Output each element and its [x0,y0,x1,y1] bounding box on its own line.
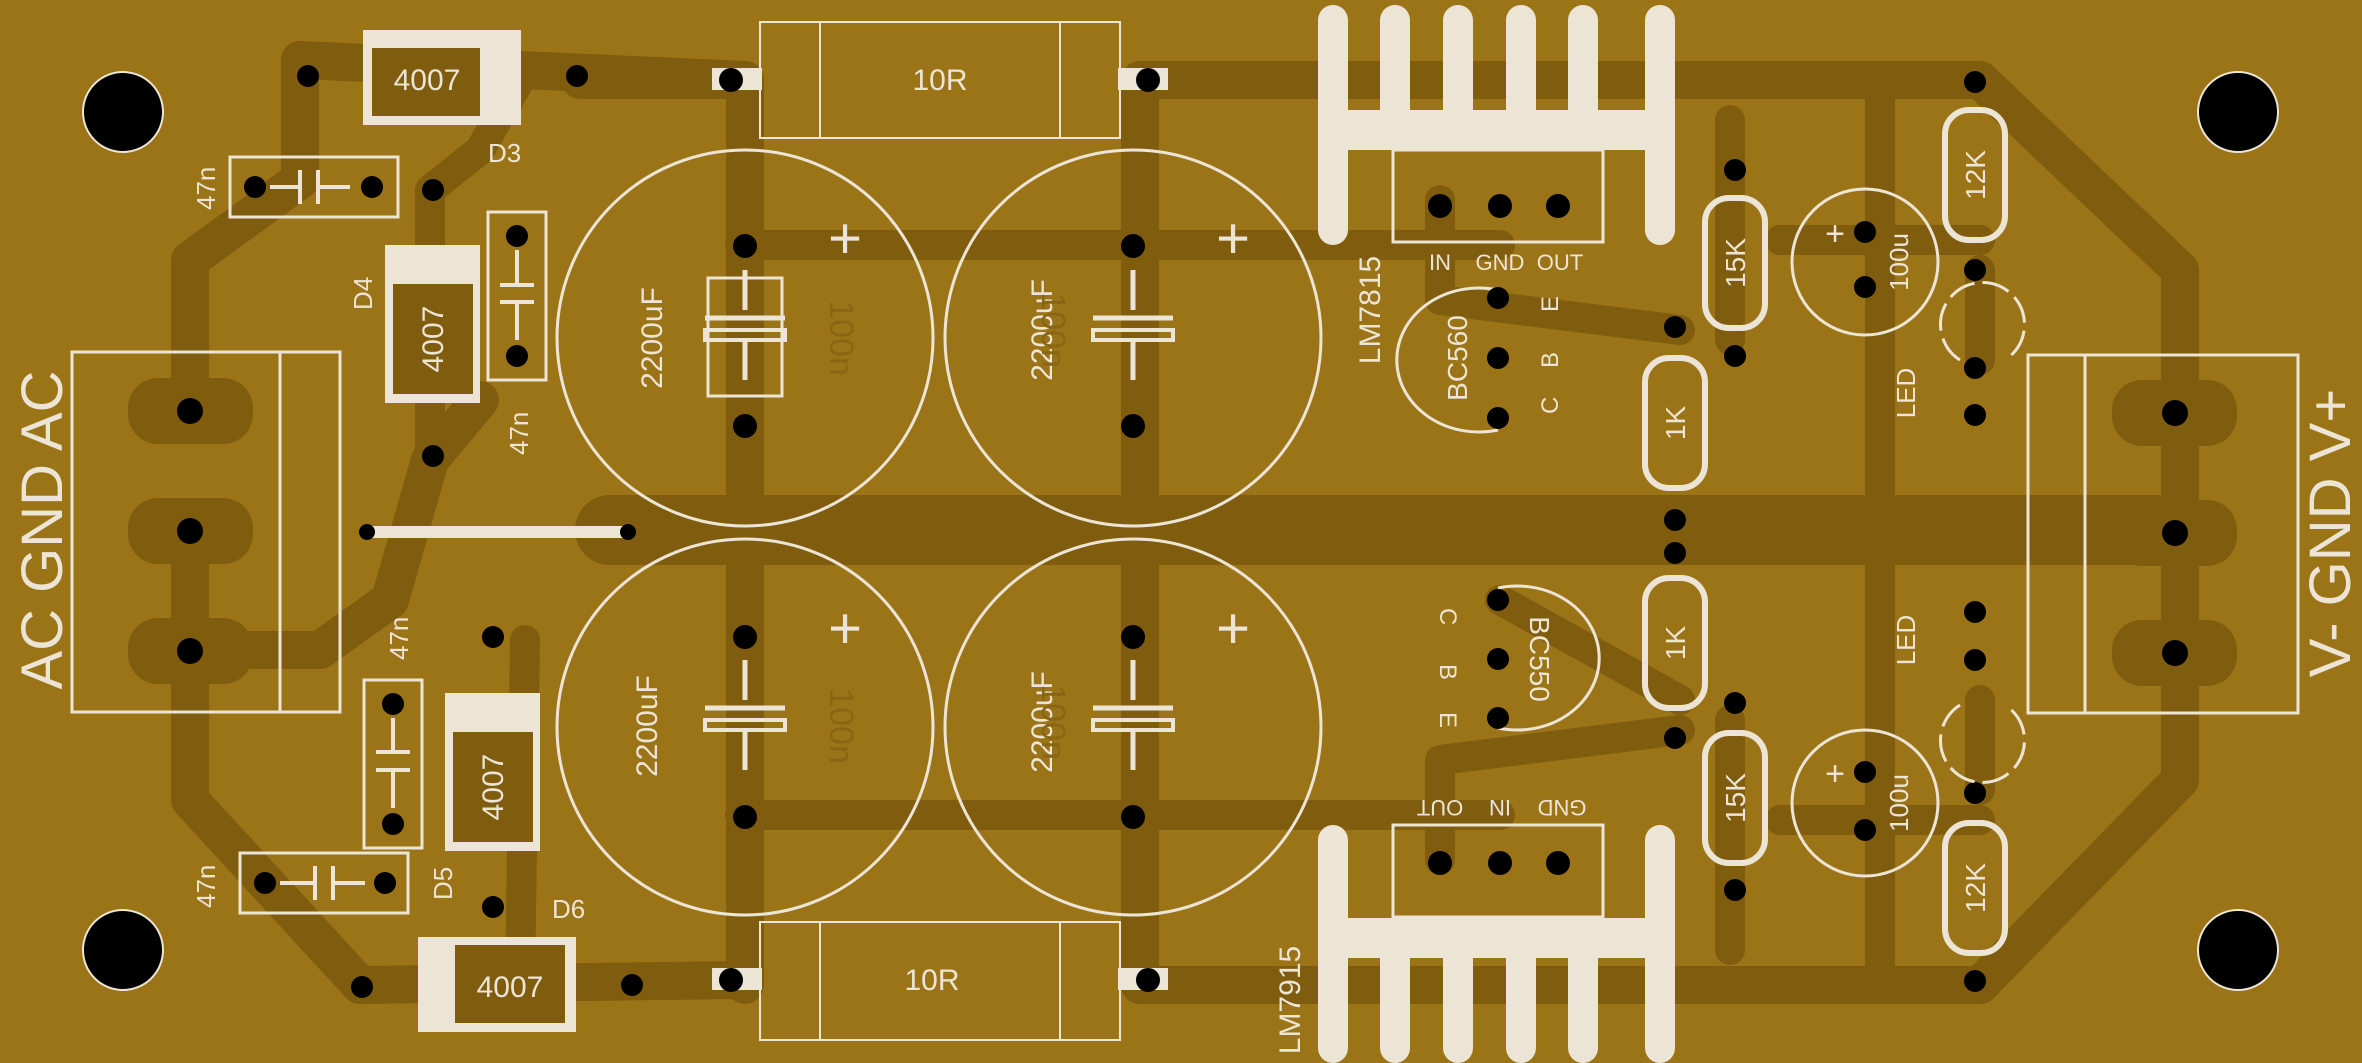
lm7815-pin-in: IN [1429,250,1451,275]
cap-47n-3: 47n [362,617,424,850]
led-top-label: LED [1891,368,1921,419]
input-terminal-block: AC GND AC [10,350,342,714]
cap-100u-bottom-plus: + [1825,755,1845,793]
bc560-pin-e: E [1537,296,1564,312]
output-terminal-block: V- GND V+ [2026,353,2362,715]
diode-d5: 4007 D5 [428,693,540,900]
led-top: LED [1891,281,2026,426]
diode-d4-label: 4007 [417,306,450,373]
elcap-3: + 2200uF 100n [555,537,935,917]
cap-47n-1: 47n [191,155,400,219]
resistor-12k-bottom: 12K [1942,782,2008,992]
mounting-hole [82,71,164,153]
cap-47n-1-label: 47n [191,167,221,210]
cap-47n-2: 47n [486,210,548,455]
diode-bottom: 4007 D6 [418,894,585,1032]
resistor-10r-top-label: 10R [912,64,967,97]
transistor-bc560: BC560 E B C [1395,286,1564,434]
resistor-10r-bottom: 10R [712,921,1168,1041]
regulator-lm7815: IN GND OUT LM7815 [1318,5,1675,364]
transistor-bc550: BC550 C B E [1434,584,1601,732]
mounting-hole [2197,909,2279,991]
cap-47n-2-label: 47n [504,412,534,455]
cap-100u-bottom: + 100u [1790,728,1940,878]
d5-label: D5 [428,867,458,900]
cap-100u-bottom-label: 100u [1884,774,1914,832]
vias [297,65,643,998]
bottom-100n-2: 100n [1034,292,1072,368]
elcap-2-plus: + [1216,206,1250,271]
bc550-pin-c: C [1434,608,1461,625]
heatsink-bottom [1318,825,1675,1063]
bc560-pin-c: C [1537,397,1564,414]
led-bottom: LED [1891,601,2026,784]
r-12k-top-label: 12K [1960,150,1991,200]
cap-47n-4: 47n [191,851,410,915]
resistor-10r-bottom-label: 10R [904,964,959,997]
led-bottom-label: LED [1891,615,1921,666]
lm7815-pin-out: OUT [1537,250,1583,275]
resistor-12k-top: 12K [1942,71,2008,281]
d4-label: D4 [348,277,378,310]
elcap-4-plus: + [1216,596,1250,661]
lm7815-label: LM7815 [1354,256,1387,364]
resistor-15k-bottom: 15K [1702,692,1768,901]
elcap-4-label: 2200uF [1026,671,1059,773]
mounting-holes [82,71,2279,991]
cap-100u-top-label: 100u [1884,233,1914,291]
cap-47n-3-label: 47n [384,617,414,660]
resistor-10r-top: 10R [712,21,1168,139]
elcap-4: + 2200uF 100n [943,537,1323,917]
bc550-label: BC550 [1524,616,1555,702]
mounting-hole [82,909,164,991]
bottom-100n-3: 100n [822,688,860,764]
lm7915-pin-out: OUT [1417,795,1463,820]
elcap-1-label: 2200uF [636,287,669,389]
elcap-1: + 2200uF 100n [555,148,935,528]
elcap-2: + 2200uF 100n [943,148,1323,528]
d3-label: D3 [488,138,521,168]
bottom-100n-1: 100n [822,300,860,376]
lm7915-pin-in: IN [1489,795,1511,820]
diode-bottom-label: 4007 [477,971,544,1004]
elcap-2-label: 2200uF [1026,279,1059,381]
r-1k-bottom-label: 1K [1660,626,1691,661]
lm7815-pin-gnd: GND [1476,250,1525,275]
bc550-pin-b: B [1434,664,1461,680]
diode-d4: 4007 D4 [348,245,480,403]
cap-100u-top-plus: + [1825,215,1845,253]
bc550-pin-e: E [1434,712,1461,728]
lm7915-label: LM7915 [1274,946,1307,1054]
output-connector-label: V- GND V+ [2298,389,2362,677]
cap-100u-top: + 100u [1790,187,1940,337]
r-1k-top-label: 1K [1660,406,1691,441]
r-12k-bottom-label: 12K [1960,863,1991,913]
diode-top-left-label: 4007 [394,64,461,97]
d6-label: D6 [552,894,585,924]
bc560-label: BC560 [1442,315,1473,401]
input-connector-label: AC GND AC [10,370,75,689]
elcap-3-label: 2200uF [631,675,664,777]
elcap-3-plus: + [828,596,862,661]
diode-d5-label: 4007 [477,754,510,821]
diode-top-left: 4007 D3 [363,30,521,168]
lm7915-pin-gnd: GND [1538,795,1587,820]
mounting-hole [2197,71,2279,153]
jumper-wire [359,524,636,540]
regulator-lm7915: OUT IN GND LM7915 [1274,795,1675,1063]
bc560-pin-b: B [1537,352,1564,368]
bottom-100n-4: 100n [1034,684,1072,760]
elcap-1-plus: + [828,206,862,271]
resistor-15k-top: 15K [1702,159,1768,367]
r-15k-top-label: 15K [1720,238,1751,288]
cap-47n-4-label: 47n [191,865,221,908]
r-15k-bottom-label: 15K [1720,773,1751,823]
heatsink-top [1318,5,1675,245]
center-vias [1665,510,1685,563]
